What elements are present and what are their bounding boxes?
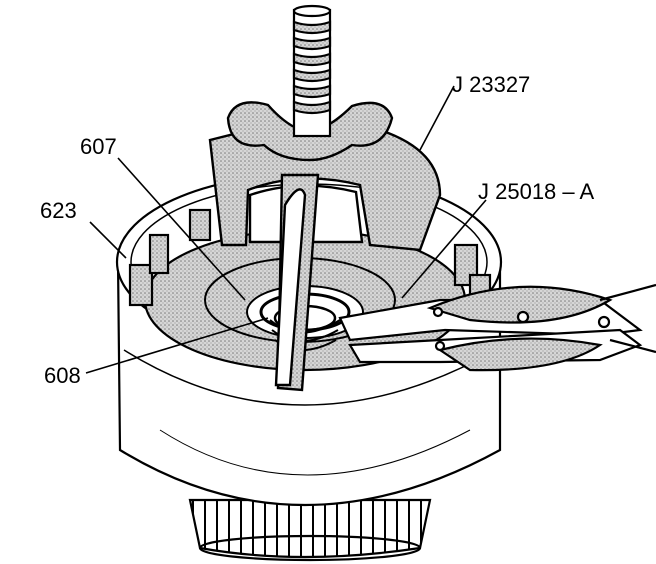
leader-lines bbox=[85, 85, 487, 374]
callout-607: 607 bbox=[80, 134, 117, 159]
callout-j25018-a: J 25018 – A bbox=[478, 179, 595, 204]
callout-608: 608 bbox=[44, 363, 81, 388]
leader-623 bbox=[89, 221, 127, 259]
callout-623: 623 bbox=[40, 198, 77, 223]
pliers-tool bbox=[338, 283, 656, 372]
leader-j25018 bbox=[401, 199, 487, 299]
callout-j23327: J 23327 bbox=[452, 72, 531, 97]
leader-j23327 bbox=[419, 85, 455, 151]
threaded-screw bbox=[292, 4, 332, 138]
leader-608 bbox=[85, 317, 269, 374]
leader-607 bbox=[117, 157, 246, 301]
compressor-tool bbox=[208, 101, 442, 392]
